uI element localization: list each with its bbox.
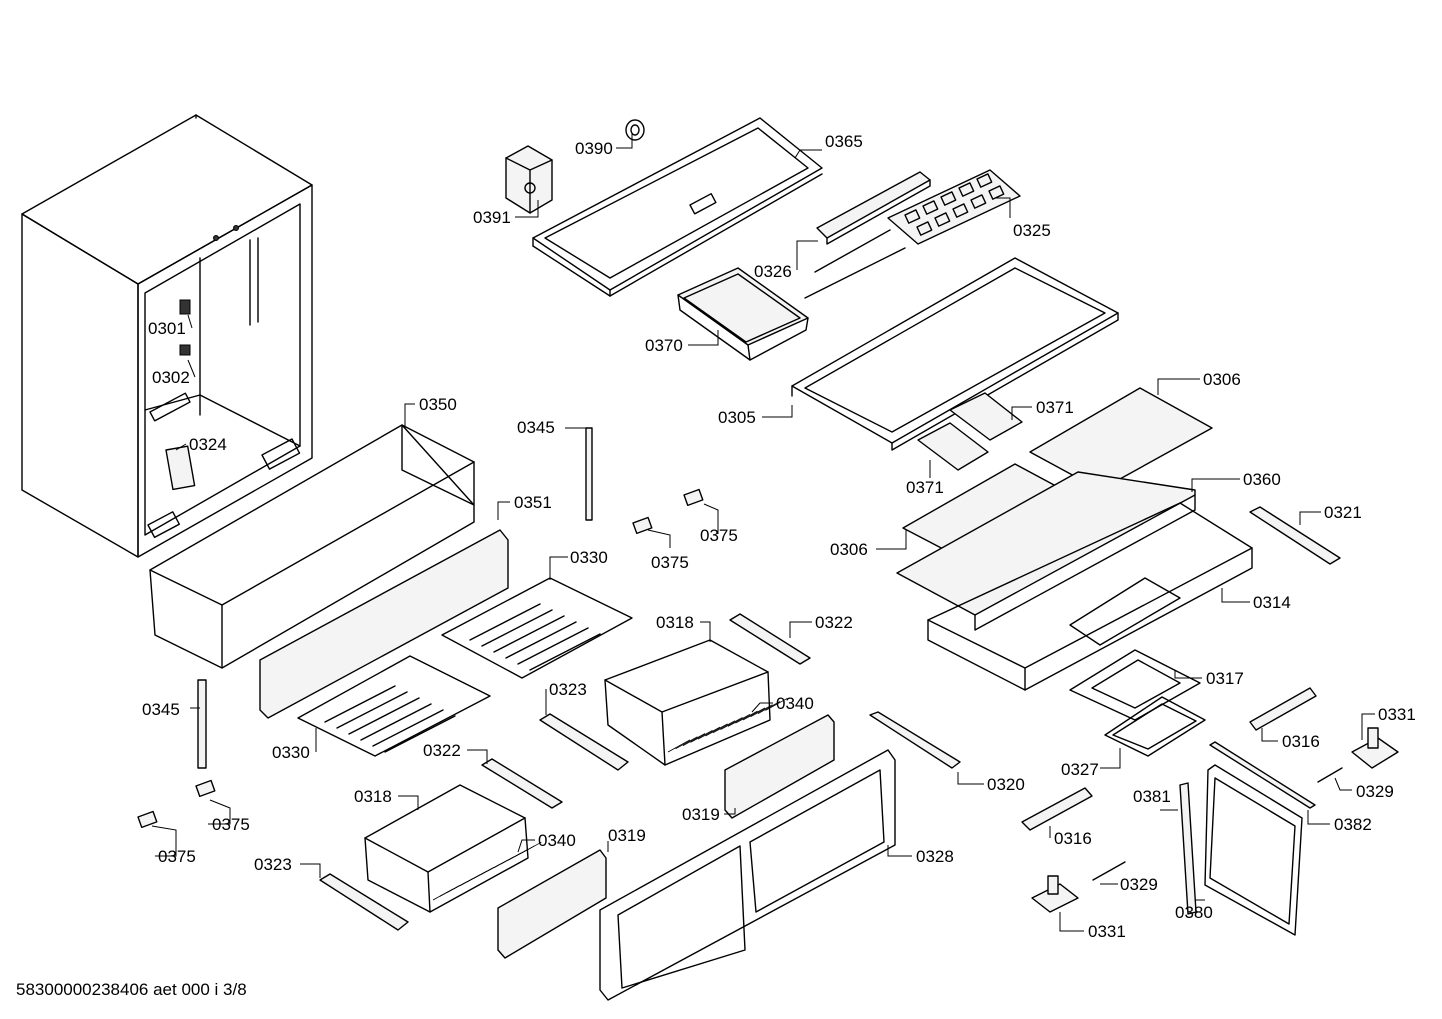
callout-label: 0329 — [1120, 875, 1158, 894]
callout-label: 0390 — [575, 139, 613, 158]
callout-label: 0318 — [656, 613, 694, 632]
callout-label: 0326 — [754, 262, 792, 281]
hinge-lower — [1021, 787, 1093, 831]
callout-label: 0360 — [1243, 470, 1281, 489]
callout-label: 0329 — [1356, 782, 1394, 801]
basket-upper — [604, 639, 788, 766]
callout-label: 0323 — [254, 855, 292, 874]
callout-label: 0381 — [1133, 787, 1171, 806]
callout-label: 0319 — [608, 826, 646, 845]
callout-label: 0391 — [473, 208, 511, 227]
motor-upper — [1351, 727, 1399, 769]
callout-label: 0330 — [272, 743, 310, 762]
callout-label: 0322 — [815, 613, 853, 632]
seal-strip — [1179, 782, 1197, 915]
callout-label: 0370 — [645, 336, 683, 355]
top-cover — [532, 117, 823, 297]
callout-label: 0375 — [700, 526, 738, 545]
callout-label: 0320 — [987, 775, 1025, 794]
callout-label: 0375 — [158, 847, 196, 866]
callout-label: 0380 — [1175, 903, 1213, 922]
callout-label: 0316 — [1054, 829, 1092, 848]
callout-label: 0319 — [682, 805, 720, 824]
cabinet-housing — [21, 114, 313, 558]
shelf-trays — [917, 392, 1023, 471]
callout-label: 0351 — [514, 493, 552, 512]
rail-right — [1249, 506, 1341, 565]
callout-label: 0306 — [1203, 370, 1241, 389]
callout-label: 0302 — [152, 368, 190, 387]
glass-shelf — [791, 257, 1119, 451]
callout-label: 0371 — [1036, 398, 1074, 417]
callout-label: 0321 — [1324, 503, 1362, 522]
callout-label: 0301 — [148, 319, 186, 338]
cover-panel — [1069, 649, 1201, 721]
leader-lines — [151, 133, 1375, 932]
callout-label: 0327 — [1061, 760, 1099, 779]
callout-label: 0331 — [1378, 705, 1416, 724]
cooling-plate-upper — [441, 577, 633, 679]
front-panel-upper — [724, 714, 835, 819]
rail-upper — [729, 613, 811, 665]
callout-label: 0365 — [825, 132, 863, 151]
vertical-rod-lower — [197, 679, 207, 769]
basket-lower — [364, 784, 542, 913]
callout-label: 0340 — [776, 694, 814, 713]
callout-label: 0331 — [1088, 922, 1126, 941]
callout-label: 0340 — [538, 831, 576, 850]
document-footer: 58300000238406 aet 000 i 3/8 — [16, 980, 247, 999]
callout-label: 0306 — [830, 540, 868, 559]
callout-label: 0314 — [1253, 593, 1291, 612]
hinge-upper — [1249, 687, 1317, 731]
bracket — [505, 145, 553, 214]
front-panel-lower — [497, 849, 607, 959]
cover-plate — [896, 471, 1196, 631]
rail-mid — [539, 713, 629, 771]
door-frame — [599, 749, 896, 1001]
callout-label: 0382 — [1334, 815, 1372, 834]
rail-bottom — [319, 873, 409, 931]
storage-box — [677, 267, 809, 361]
callout-label: 0345 — [517, 418, 555, 437]
callout-label: 0330 — [570, 548, 608, 567]
callout-label: 0317 — [1206, 669, 1244, 688]
control-rail — [816, 171, 931, 245]
rail-lower — [481, 758, 563, 809]
callout-label: 0322 — [423, 741, 461, 760]
clips — [137, 488, 704, 829]
callout-label: 0324 — [189, 435, 227, 454]
grommet — [625, 119, 645, 141]
motor-lower — [1031, 875, 1079, 913]
rail-320 — [869, 711, 961, 769]
door-panel — [1204, 764, 1303, 936]
callout-label: 0345 — [142, 700, 180, 719]
drawer-housing — [927, 502, 1253, 691]
keypad-panel — [887, 169, 1021, 245]
callout-label: 0375 — [212, 815, 250, 834]
cooling-plate-lower — [297, 655, 491, 757]
callout-labels: 0390 0365 0391 0326 0325 0370 0306 0305 … — [142, 132, 1416, 941]
drawer-front-strip — [259, 529, 509, 719]
callout-label: 0325 — [1013, 221, 1051, 240]
rod — [1209, 741, 1316, 809]
large-drawer — [149, 424, 475, 669]
callout-label: 0305 — [718, 408, 756, 427]
vertical-rod-upper — [585, 427, 593, 521]
frame-panel — [1104, 696, 1206, 757]
callout-label: 0350 — [419, 395, 457, 414]
callout-label: 0316 — [1282, 732, 1320, 751]
callout-label: 0371 — [906, 478, 944, 497]
callout-label: 0323 — [549, 680, 587, 699]
callout-label: 0328 — [916, 847, 954, 866]
callout-label: 0318 — [354, 787, 392, 806]
callout-label: 0375 — [651, 553, 689, 572]
